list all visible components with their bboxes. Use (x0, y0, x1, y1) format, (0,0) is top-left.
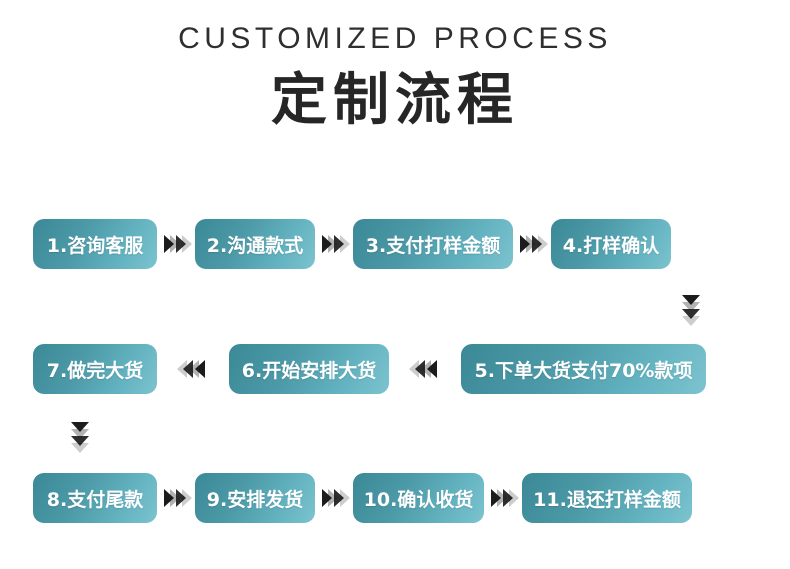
title-chinese: 定制流程 (271, 68, 519, 133)
chevron-left-icon (189, 360, 199, 378)
chevron-right-icon (164, 489, 174, 507)
flow-step-6[interactable]: 6.开始安排大货 (229, 344, 389, 394)
chevron-down-icon (682, 316, 700, 326)
chevron-right-icon (334, 235, 344, 253)
chevron-right-icon (328, 235, 338, 253)
chevron-left-icon (177, 360, 187, 378)
flow-step-11-label: 11.退还打样金额 (533, 488, 681, 511)
chevron-left-icon (415, 360, 425, 378)
flow-row-2: 7.做完大货 6.开始安排大货 5.下单大货支付70%款项 (33, 344, 706, 394)
chevron-right-icon (526, 235, 536, 253)
chevron-right-icon (322, 489, 332, 507)
chevron-right-icon (340, 489, 350, 507)
flow-step-8-label: 8.支付尾款 (46, 488, 144, 511)
flow-step-1-label: 1.咨询客服 (46, 234, 144, 257)
chevron-down-icon (71, 436, 89, 446)
arrow-right-step8-step9 (157, 473, 195, 523)
chevron-left-icon (409, 360, 419, 378)
chevron-right-icon (170, 489, 180, 507)
chevron-right-icon (328, 489, 338, 507)
chevron-down-icon (682, 309, 700, 319)
chevron-down-icon (71, 422, 89, 432)
flow-step-2-label: 2.沟通款式 (206, 234, 304, 257)
chevron-left-icon (195, 360, 205, 378)
arrow-right-step3-step4 (513, 219, 551, 269)
chevron-right-icon (509, 489, 519, 507)
chevron-right-icon (164, 235, 174, 253)
chevron-right-icon (176, 489, 186, 507)
flow-step-5-label: 5.下单大货支付70%款项 (474, 359, 693, 382)
arrow-down-row1-to-row2 (676, 281, 706, 337)
flow-step-9[interactable]: 9.安排发货 (195, 473, 315, 523)
chevron-right-icon (176, 235, 186, 253)
chevron-right-icon (491, 489, 501, 507)
chevron-right-icon (322, 235, 332, 253)
flow-step-8[interactable]: 8.支付尾款 (33, 473, 157, 523)
chevron-right-icon (497, 489, 507, 507)
flow-step-7[interactable]: 7.做完大货 (33, 344, 157, 394)
flow-step-1[interactable]: 1.咨询客服 (33, 219, 157, 269)
chevron-right-icon (170, 235, 180, 253)
flow-row-1: 1.咨询客服 2.沟通款式 3.支付打样金额 4.打样确认 (33, 219, 671, 269)
chevron-down-icon (71, 429, 89, 439)
chevron-left-icon (427, 360, 437, 378)
flow-step-2[interactable]: 2.沟通款式 (195, 219, 315, 269)
chevron-right-icon (340, 235, 350, 253)
flow-step-4-label: 4.打样确认 (562, 234, 660, 257)
flow-row-3: 8.支付尾款 9.安排发货 10.确认收货 11.退还打样金额 (33, 473, 692, 523)
chevron-down-icon (682, 302, 700, 312)
arrow-right-step10-step11 (484, 473, 522, 523)
chevron-right-icon (503, 489, 513, 507)
chevron-right-icon (334, 489, 344, 507)
flow-step-3[interactable]: 3.支付打样金额 (353, 219, 513, 269)
chevron-right-icon (182, 489, 192, 507)
chevron-left-icon (183, 360, 193, 378)
title-english: CUSTOMIZED PROCESS (178, 22, 612, 55)
arrow-down-row2-to-row3 (65, 408, 95, 464)
chevron-right-icon (538, 235, 548, 253)
flow-step-7-label: 7.做完大货 (46, 359, 144, 382)
arrow-right-step2-step3 (315, 219, 353, 269)
chevron-right-icon (182, 235, 192, 253)
arrow-left-step6-step7 (157, 344, 229, 394)
flow-step-10-label: 10.确认收货 (363, 488, 474, 511)
chevron-right-icon (520, 235, 530, 253)
chevron-left-icon (421, 360, 431, 378)
flow-step-4[interactable]: 4.打样确认 (551, 219, 671, 269)
chevron-right-icon (532, 235, 542, 253)
arrow-left-step5-step6 (389, 344, 461, 394)
flow-step-3-label: 3.支付打样金额 (365, 234, 501, 257)
arrow-right-step9-step10 (315, 473, 353, 523)
flow-step-5[interactable]: 5.下单大货支付70%款项 (461, 344, 706, 394)
chevron-down-icon (71, 443, 89, 453)
flow-step-6-label: 6.开始安排大货 (241, 359, 377, 382)
flow-step-9-label: 9.安排发货 (206, 488, 304, 511)
page-header: CUSTOMIZED PROCESS 定制流程 (0, 0, 790, 135)
arrow-right-step1-step2 (157, 219, 195, 269)
chevron-down-icon (682, 295, 700, 305)
flow-step-10[interactable]: 10.确认收货 (353, 473, 484, 523)
flow-step-11[interactable]: 11.退还打样金额 (522, 473, 692, 523)
